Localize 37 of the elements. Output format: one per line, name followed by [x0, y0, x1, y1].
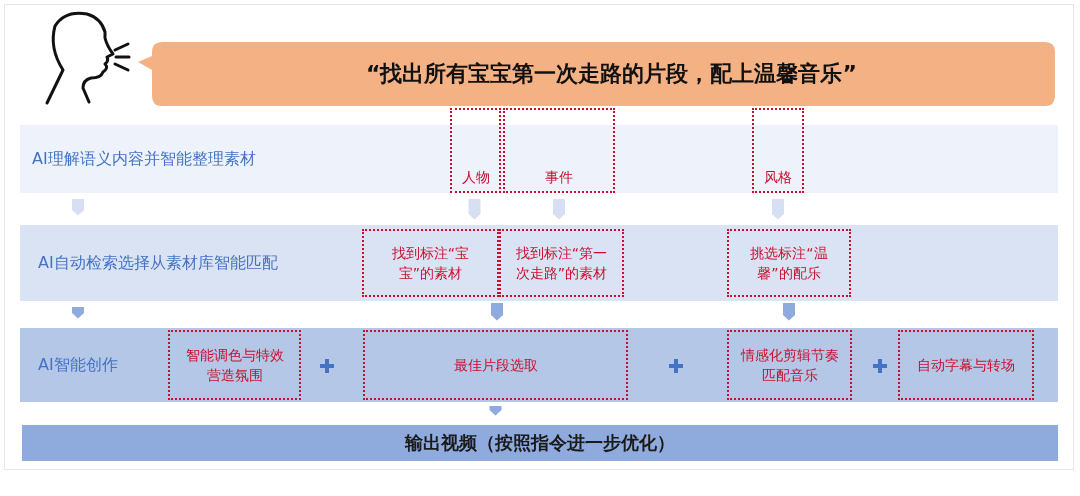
- box-label: 事件: [545, 167, 573, 187]
- dotted-box: [499, 229, 624, 297]
- stage-title: AI智能创作: [38, 354, 118, 376]
- stage-title: AI自动检索选择从素材库智能匹配: [38, 252, 278, 274]
- output-bar: [22, 425, 1058, 461]
- block-arrow: [72, 307, 84, 319]
- box-label: 最佳片段选取: [453, 355, 538, 375]
- dotted-box: [503, 108, 615, 193]
- block-arrow: [772, 199, 784, 220]
- box-label: 自动字幕与转场: [917, 355, 1015, 375]
- box-label: 找到标注“宝宝”的素材: [390, 243, 471, 283]
- dotted-box: [727, 229, 851, 297]
- output-title: 输出视频（按照指令进一步优化）: [405, 431, 675, 455]
- dotted-box: [363, 330, 628, 400]
- block-arrow: [783, 303, 795, 321]
- dotted-box: [362, 229, 499, 297]
- box-label: 风格: [764, 167, 792, 187]
- box-label: 情感化剪辑节奏匹配音乐: [739, 345, 840, 385]
- stage-band: [20, 225, 1058, 301]
- dotted-box: [727, 330, 852, 400]
- block-arrow: [491, 303, 503, 321]
- stage-band: [20, 328, 1058, 402]
- dotted-box: [168, 330, 301, 400]
- box-label: 智能调色与特效营造氛围: [184, 345, 285, 385]
- box-label: 找到标注“第一次走路”的素材: [515, 243, 608, 283]
- dotted-box: [898, 330, 1034, 400]
- quote-text: “找出所有宝宝第一次走路的片段，配上温馨音乐”: [366, 60, 857, 88]
- dotted-box: [450, 108, 501, 193]
- block-arrow: [72, 199, 84, 216]
- block-arrow: [553, 199, 565, 220]
- block-arrow: [489, 406, 502, 416]
- dotted-box: [752, 108, 804, 193]
- stage-title: AI理解语义内容并智能整理素材: [32, 148, 256, 170]
- box-label: 挑选标注“温馨”的配乐: [749, 243, 829, 283]
- box-label: 人物: [461, 167, 490, 187]
- block-arrow: [468, 199, 481, 220]
- stage-band: [20, 125, 1058, 193]
